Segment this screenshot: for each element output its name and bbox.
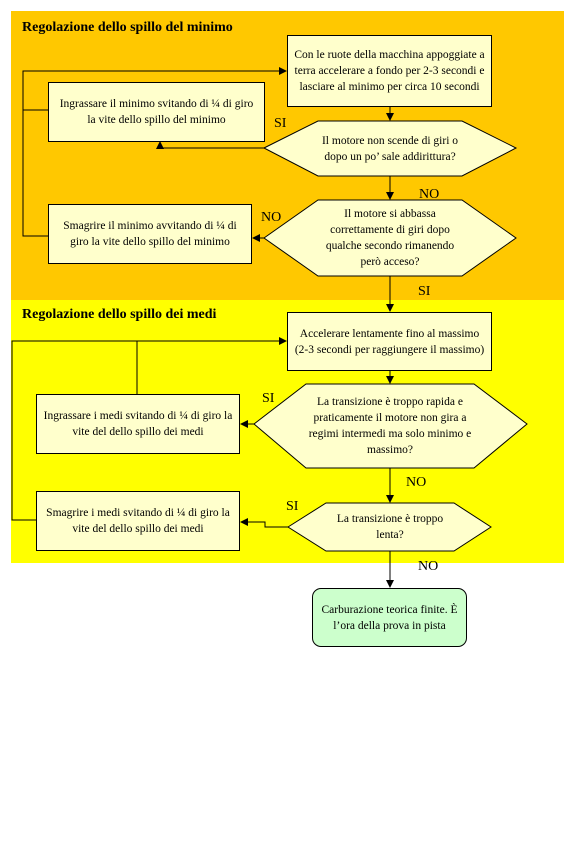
- decision-1-text: Il motore non scende di giri o dopo un p…: [321, 134, 459, 163]
- label-d3-si: SI: [262, 391, 275, 406]
- section-title-medi: Regolazione dello spillo dei medi: [22, 307, 217, 322]
- decision-4-text: La transizione è troppo lenta?: [336, 513, 444, 541]
- step-start: Con le ruote della macchina appoggiate a…: [287, 35, 492, 107]
- label-d1-si: SI: [274, 116, 287, 131]
- step-final: Carburazione teorica finite. È l’ora del…: [312, 588, 467, 647]
- step-accelerare: Accelerare lentamente fino al massimo (2…: [287, 312, 492, 371]
- loop-ingrassare-medi: [136, 337, 287, 394]
- decision-3-shape: [253, 383, 528, 469]
- loop-minimo: [22, 67, 287, 237]
- label-d4-no: NO: [418, 559, 439, 574]
- step-ingrassare-medi: Ingrassare i medi svitando di ¼ di giro …: [36, 394, 240, 454]
- label-d1-no: NO: [419, 187, 440, 202]
- decision-2-text: Il motore si abbassa correttamente di gi…: [325, 208, 455, 268]
- loop-smagrire-medi: [11, 340, 137, 521]
- section-title-minimo: Regolazione dello spillo del minimo: [22, 20, 233, 35]
- label-d2-no: NO: [261, 210, 282, 225]
- decision-2-shape: [263, 199, 517, 277]
- label-d2-si: SI: [418, 284, 431, 299]
- decision-3-text: La transizione è troppo rapida e pratica…: [308, 396, 472, 456]
- label-d4-si: SI: [286, 499, 299, 514]
- step-smagrire-minimo: Smagrire il minimo avvitando di ¼ di gir…: [48, 204, 252, 264]
- arrow-d4-si: [240, 518, 288, 528]
- step-smagrire-medi: Smagrire i medi svitando di ¼ di giro la…: [36, 491, 240, 551]
- arrow-d1-si: [156, 141, 264, 149]
- step-ingrassare-minimo: Ingrassare il minimo svitando di ¼ di gi…: [48, 82, 265, 142]
- label-d3-no: NO: [406, 475, 427, 490]
- decision-4-shape: [287, 502, 492, 552]
- decision-1-shape: [262, 120, 518, 177]
